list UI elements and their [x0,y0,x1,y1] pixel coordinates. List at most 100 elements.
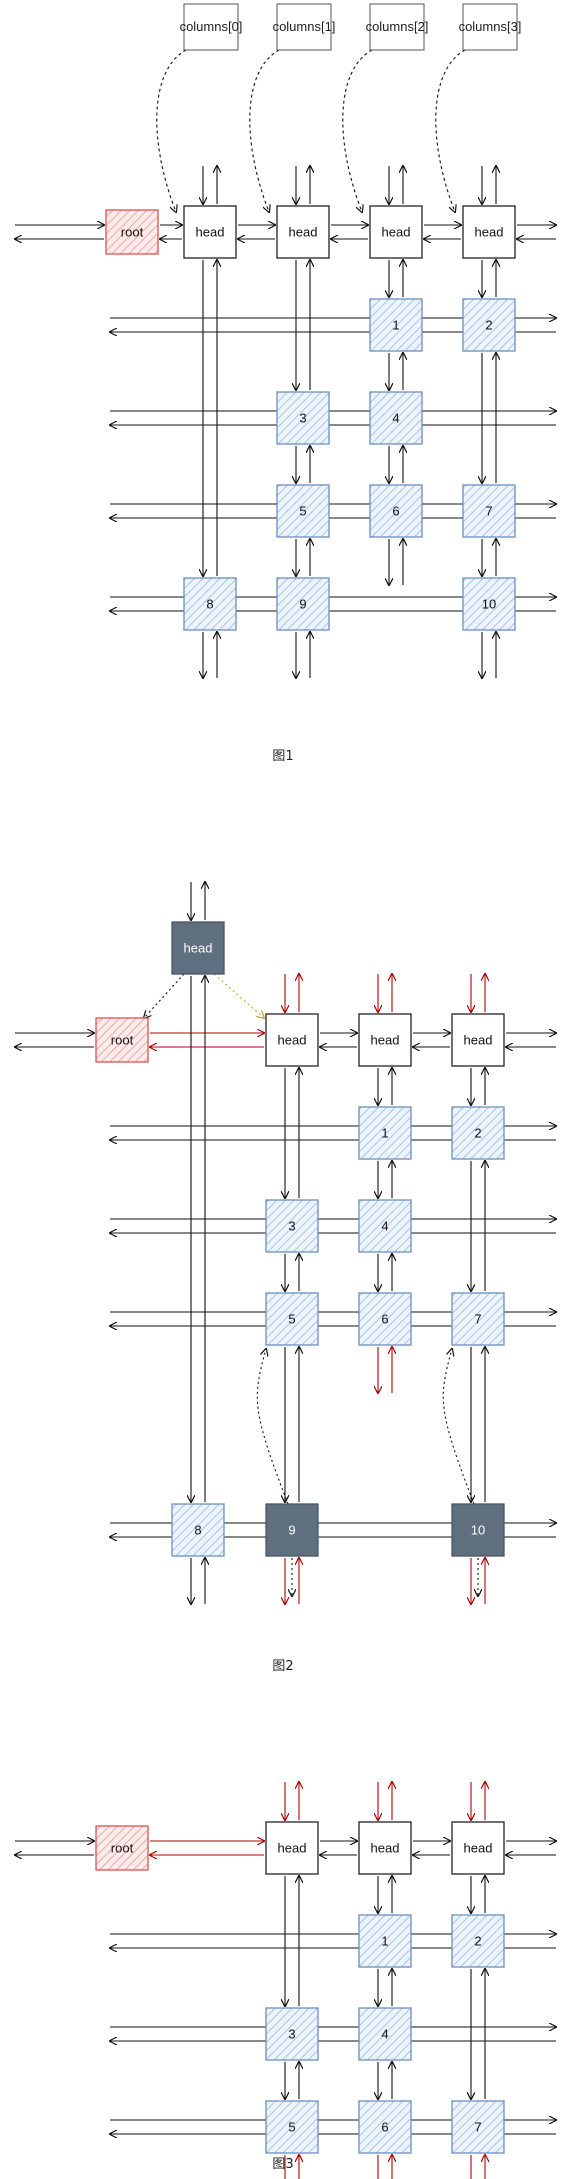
node-4-label: 4 [392,411,399,426]
figure-caption-fig3: 图3 [272,2157,293,2172]
column-tag-pointer [249,49,280,212]
head-box-0 [265,1013,319,1067]
node-5 [265,1292,319,1346]
head-box-2 [451,1013,505,1067]
head-box-0 [183,205,237,259]
head-box-0-label: head [278,1033,307,1048]
node-4 [358,2007,412,2061]
head-box-1 [358,1821,412,1875]
column-tag-label-3: columns[3] [459,19,522,34]
node-2 [462,298,516,352]
node-6-label: 6 [381,2120,388,2135]
node-4-label: 4 [381,2027,388,2042]
root-box [95,1017,149,1063]
root-box-label: root [111,1841,134,1856]
node-7-label: 7 [474,2120,481,2135]
node-9-label: 9 [288,1523,295,1538]
node-5 [265,2100,319,2154]
column-tag-pointer [342,49,373,212]
root-box-label: root [111,1033,134,1048]
head-box-2-label: head [464,1033,493,1048]
node-10 [451,1503,505,1557]
node-1 [369,298,423,352]
node-2-label: 2 [474,1934,481,1949]
node-4 [369,391,423,445]
column-tag-box-2 [369,3,425,51]
node-9-label: 9 [299,597,306,612]
node-10-label: 10 [482,597,496,612]
node-2-label: 2 [474,1126,481,1141]
node-2-label: 2 [485,318,492,333]
node-7 [451,2100,505,2154]
node-2 [451,1106,505,1160]
node-6-label: 6 [381,1312,388,1327]
node-7 [451,1292,505,1346]
head-box-2 [451,1821,505,1875]
head-box-1-label: head [371,1841,400,1856]
node-1-label: 1 [392,318,399,333]
head-box-2 [369,205,423,259]
root-box [95,1825,149,1871]
head-box-0 [265,1821,319,1875]
node-2 [451,1914,505,1968]
node-5-label: 5 [299,504,306,519]
node-3 [276,391,330,445]
node-3 [265,1199,319,1253]
column-tag-label-2: columns[2] [366,19,429,34]
head-box-1-label: head [371,1033,400,1048]
head-box-2-label: head [382,225,411,240]
node-5-label: 5 [288,2120,295,2135]
column-tag-box-3 [462,3,518,51]
node-1 [358,1106,412,1160]
node-3-label: 3 [288,2027,295,2042]
node-9 [276,577,330,631]
dark-9-up-link [256,1349,289,1505]
removed-head-box [171,921,225,975]
removed-head-to-next [213,973,264,1018]
node-6 [358,2100,412,2154]
node-7-label: 7 [474,1312,481,1327]
head-box-0-label: head [196,225,225,240]
node-8 [183,577,237,631]
node-9 [265,1503,319,1557]
node-4 [358,1199,412,1253]
column-tag-box-0 [183,3,239,51]
node-5 [276,484,330,538]
head-box-2-label: head [464,1841,493,1856]
head-box-3-label: head [475,225,504,240]
figure-caption-fig2: 图2 [272,1659,293,1674]
node-4-label: 4 [381,1219,388,1234]
head-box-1-label: head [289,225,318,240]
node-3-label: 3 [299,411,306,426]
column-tag-pointer [156,49,187,212]
node-8-label: 8 [194,1523,201,1538]
node-8 [171,1503,225,1557]
node-6 [358,1292,412,1346]
node-6-label: 6 [392,504,399,519]
dark-10-up-link [442,1349,475,1505]
connection-lines [15,49,556,2179]
column-tag-label-1: columns[1] [273,19,336,34]
node-7-label: 7 [485,504,492,519]
removed-head-box-label: head [184,941,213,956]
removed-head-to-root [144,973,185,1018]
node-1-label: 1 [381,1934,388,1949]
node-7 [462,484,516,538]
node-8-label: 8 [206,597,213,612]
node-1-label: 1 [381,1126,388,1141]
head-box-3 [462,205,516,259]
node-10 [462,577,516,631]
head-box-0-label: head [278,1841,307,1856]
root-box-label: root [121,225,144,240]
node-1 [358,1914,412,1968]
node-3 [265,2007,319,2061]
figure-caption-fig1: 图1 [272,749,293,764]
column-tag-label-0: columns[0] [180,19,243,34]
node-5-label: 5 [288,1312,295,1327]
nodes-layer [95,3,518,2154]
head-box-1 [358,1013,412,1067]
root-box [105,209,159,255]
node-6 [369,484,423,538]
